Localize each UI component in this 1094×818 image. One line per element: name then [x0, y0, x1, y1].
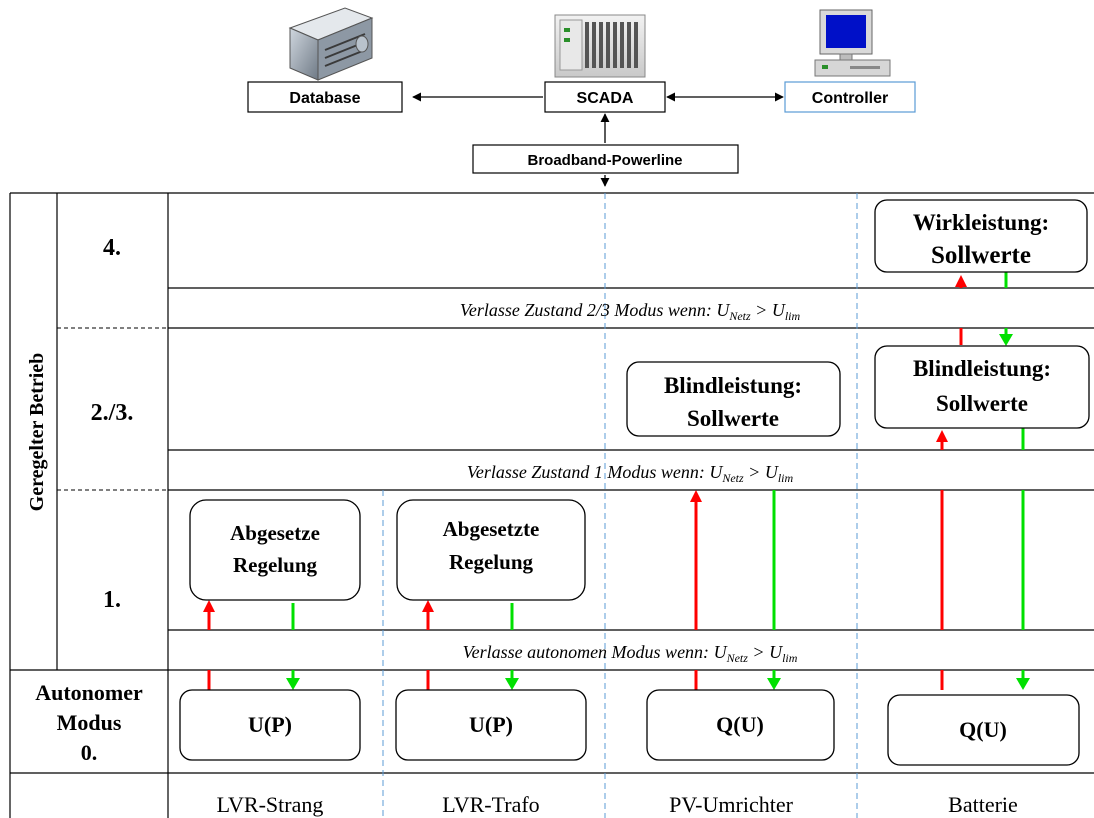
column-label-pv: PV-Umrichter: [669, 792, 794, 817]
transition-0-u: U: [714, 642, 728, 662]
column-dividers: [382, 193, 858, 818]
scada-label: SCADA: [577, 90, 634, 107]
scada-rack-icon: [554, 14, 646, 78]
bat-up-arrowhead-upper: [955, 275, 967, 287]
level-23-label: 2./3.: [91, 400, 134, 426]
blindleistung-pv-box: [626, 361, 841, 437]
column-label-batterie: Batterie: [948, 792, 1018, 817]
transition-1-lim: lim: [778, 471, 794, 485]
blindleistung-battery-line2: Sollwerte: [936, 391, 1028, 416]
autonomous-label-line3: 0.: [81, 740, 98, 765]
transition-1-u2: U: [765, 462, 779, 482]
transition-1-prefix: Verlasse Zustand 1 Modus wenn:: [467, 462, 710, 482]
transition-1-gt: >: [744, 462, 765, 482]
level-1-label: 1.: [103, 587, 121, 613]
mode-pv: Q(U): [716, 712, 764, 737]
trafo-down-arrowhead: [505, 678, 519, 690]
powerline-box: [472, 144, 739, 174]
column-label-lvr-strang: LVR-Strang: [217, 792, 324, 817]
controller-box: [784, 81, 916, 113]
transition-23-gt: >: [751, 300, 772, 320]
transition-23-netz: Netz: [728, 309, 751, 323]
transition-23-u2: U: [772, 300, 786, 320]
abgesetze-regelung-box: [189, 499, 361, 601]
mode-box-lvr-trafo: [395, 689, 587, 761]
database-server-icon: [288, 7, 374, 81]
column-label-lvr-trafo: LVR-Trafo: [442, 792, 539, 817]
bat-down-arrowhead-upper: [999, 334, 1013, 346]
mode-box-batterie: [887, 694, 1080, 766]
transition-1-netz: Netz: [721, 471, 744, 485]
abgesetzte-regelung-box: [396, 499, 586, 601]
abgesetze-regelung-line2: Regelung: [233, 553, 318, 577]
mode-lvr-trafo: U(P): [469, 712, 513, 737]
table-grid: [9, 192, 1094, 818]
pv-down-arrowhead: [767, 678, 781, 690]
database-label: Database: [289, 90, 360, 107]
autonomous-label-line2: Modus: [57, 710, 122, 735]
desktop-computer-icon: [814, 9, 891, 77]
bat-up-arrowhead-lower: [936, 430, 948, 442]
wirkleistung-line2: Sollwerte: [931, 242, 1031, 269]
blindleistung-pv-line2: Sollwerte: [687, 406, 779, 431]
transition-1: Verlasse Zustand 1 Modus wenn: UNetz > U…: [467, 462, 794, 485]
mode-box-lvr-strang: [179, 689, 361, 761]
transition-23-lim: lim: [785, 309, 801, 323]
trafo-up-arrowhead: [422, 600, 434, 612]
controller-label: Controller: [812, 90, 888, 107]
transition-23-u: U: [716, 300, 730, 320]
abgesetze-regelung-line1: Abgesetze: [230, 521, 320, 545]
transition-0-u2: U: [769, 642, 783, 662]
controlled-operation-label: Geregelter Betrieb: [26, 353, 48, 512]
strang-up-arrowhead: [203, 600, 215, 612]
transition-0-netz: Netz: [726, 651, 749, 665]
transition-0-lim: lim: [782, 651, 798, 665]
abgesetzte-regelung-line1: Abgesetzte: [443, 517, 540, 541]
powerline-label: Broadband-Powerline: [527, 152, 682, 169]
database-box: [247, 81, 403, 113]
blindleistung-battery-box: [874, 345, 1090, 429]
transition-23: Verlasse Zustand 2/3 Modus wenn: UNetz >…: [460, 300, 801, 323]
mode-box-pv: [646, 689, 835, 761]
transition-0-gt: >: [748, 642, 769, 662]
blindleistung-battery-line1: Blindleistung:: [913, 356, 1051, 381]
mode-lvr-strang: U(P): [248, 712, 292, 737]
transition-1-u: U: [709, 462, 723, 482]
level-4-label: 4.: [103, 235, 121, 261]
scada-box: [544, 81, 666, 113]
wirkleistung-line1: Wirkleistung:: [913, 210, 1049, 235]
pv-up-arrowhead: [690, 490, 702, 502]
blindleistung-pv-line1: Blindleistung:: [664, 373, 802, 398]
mode-batterie: Q(U): [959, 717, 1007, 742]
transition-0-prefix: Verlasse autonomen Modus wenn:: [463, 642, 714, 662]
transition-23-prefix: Verlasse Zustand 2/3 Modus wenn:: [460, 300, 717, 320]
wirkleistung-box: [874, 199, 1088, 273]
autonomous-label-line1: Autonomer: [35, 680, 143, 705]
bat-down-arrowhead-lower: [1016, 678, 1030, 690]
strang-down-arrowhead: [286, 678, 300, 690]
transition-0: Verlasse autonomen Modus wenn: UNetz > U…: [463, 642, 798, 665]
abgesetzte-regelung-line2: Regelung: [449, 550, 534, 574]
